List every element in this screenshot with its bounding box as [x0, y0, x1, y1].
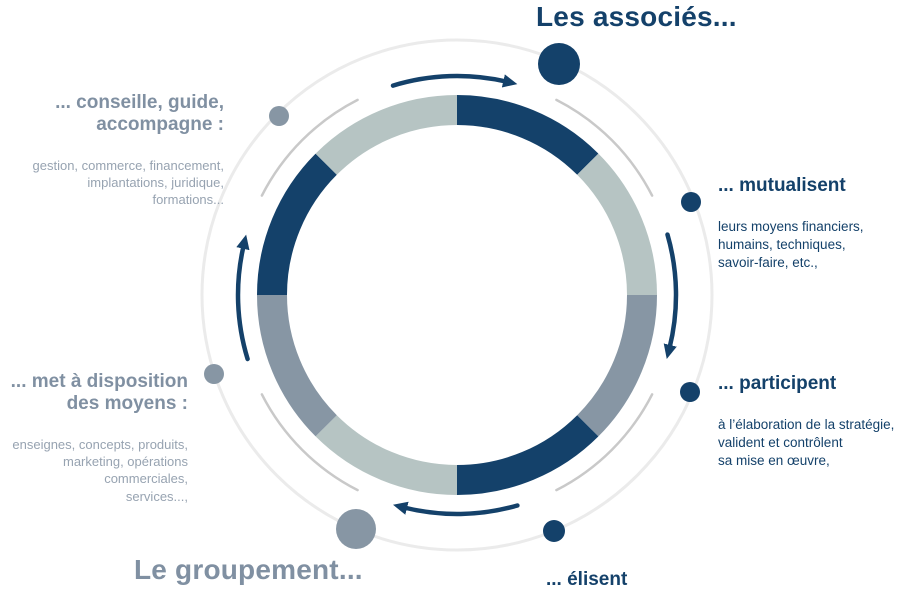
section-conseille-body: gestion, commerce, financement, implanta… — [32, 158, 224, 208]
ring-segment-6 — [257, 294, 338, 437]
dot-conseille — [269, 106, 289, 126]
arrow-left-icon — [235, 234, 250, 362]
section-participent: ... participent à l’élaboration de la st… — [718, 355, 894, 487]
outer-orbit-circle — [200, 38, 714, 552]
arrow-bottom-icon — [393, 501, 520, 517]
dot-groupement — [336, 509, 376, 549]
section-elisent-heading: ... élisent — [546, 569, 628, 590]
ring-segment-8 — [315, 95, 458, 176]
ring-segment-2 — [576, 153, 657, 296]
section-participent-body: à l’élaboration de la stratégie, validen… — [718, 417, 895, 468]
arrow-right-icon — [663, 232, 679, 359]
section-moyens-heading: ... met à disposition des moyens : — [10, 371, 188, 415]
section-mutualisent: ... mutualisent leurs moyens financiers,… — [718, 157, 864, 289]
mid-arc-bottom-left — [260, 393, 359, 492]
section-participent-heading: ... participent — [718, 373, 837, 394]
dot-moyens — [204, 364, 224, 384]
mid-arc-top-right — [555, 98, 654, 197]
section-mutualisent-heading: ... mutualisent — [718, 175, 846, 196]
section-conseille: ... conseille, guide, accompagne : gesti… — [33, 74, 224, 227]
section-moyens-body: enseignes, concepts, produits, marketing… — [12, 437, 188, 504]
dot-participent — [680, 382, 700, 402]
ring-segment-7 — [257, 153, 338, 296]
ring-segment-4 — [456, 414, 599, 495]
mid-arc-bottom-right — [555, 393, 654, 492]
dot-elisent — [543, 520, 565, 542]
section-conseille-heading: ... conseille, guide, accompagne : — [55, 92, 224, 136]
ring-segment-5 — [315, 414, 458, 495]
section-elisent: ... élisent démocratiquement les adminis… — [546, 551, 679, 608]
ring-segment-3 — [576, 294, 657, 437]
title-les-associes: Les associés... — [536, 1, 737, 32]
arrow-top-icon — [390, 73, 518, 88]
ring-segment-1 — [456, 95, 599, 176]
mid-arc-top-left — [260, 98, 359, 197]
dot-associes — [538, 43, 580, 85]
section-mutualisent-body: leurs moyens financiers, humains, techni… — [718, 219, 864, 270]
title-le-groupement: Le groupement... — [134, 554, 363, 585]
section-moyens: ... met à disposition des moyens : ensei… — [11, 353, 188, 523]
dot-mutualisent — [681, 192, 701, 212]
